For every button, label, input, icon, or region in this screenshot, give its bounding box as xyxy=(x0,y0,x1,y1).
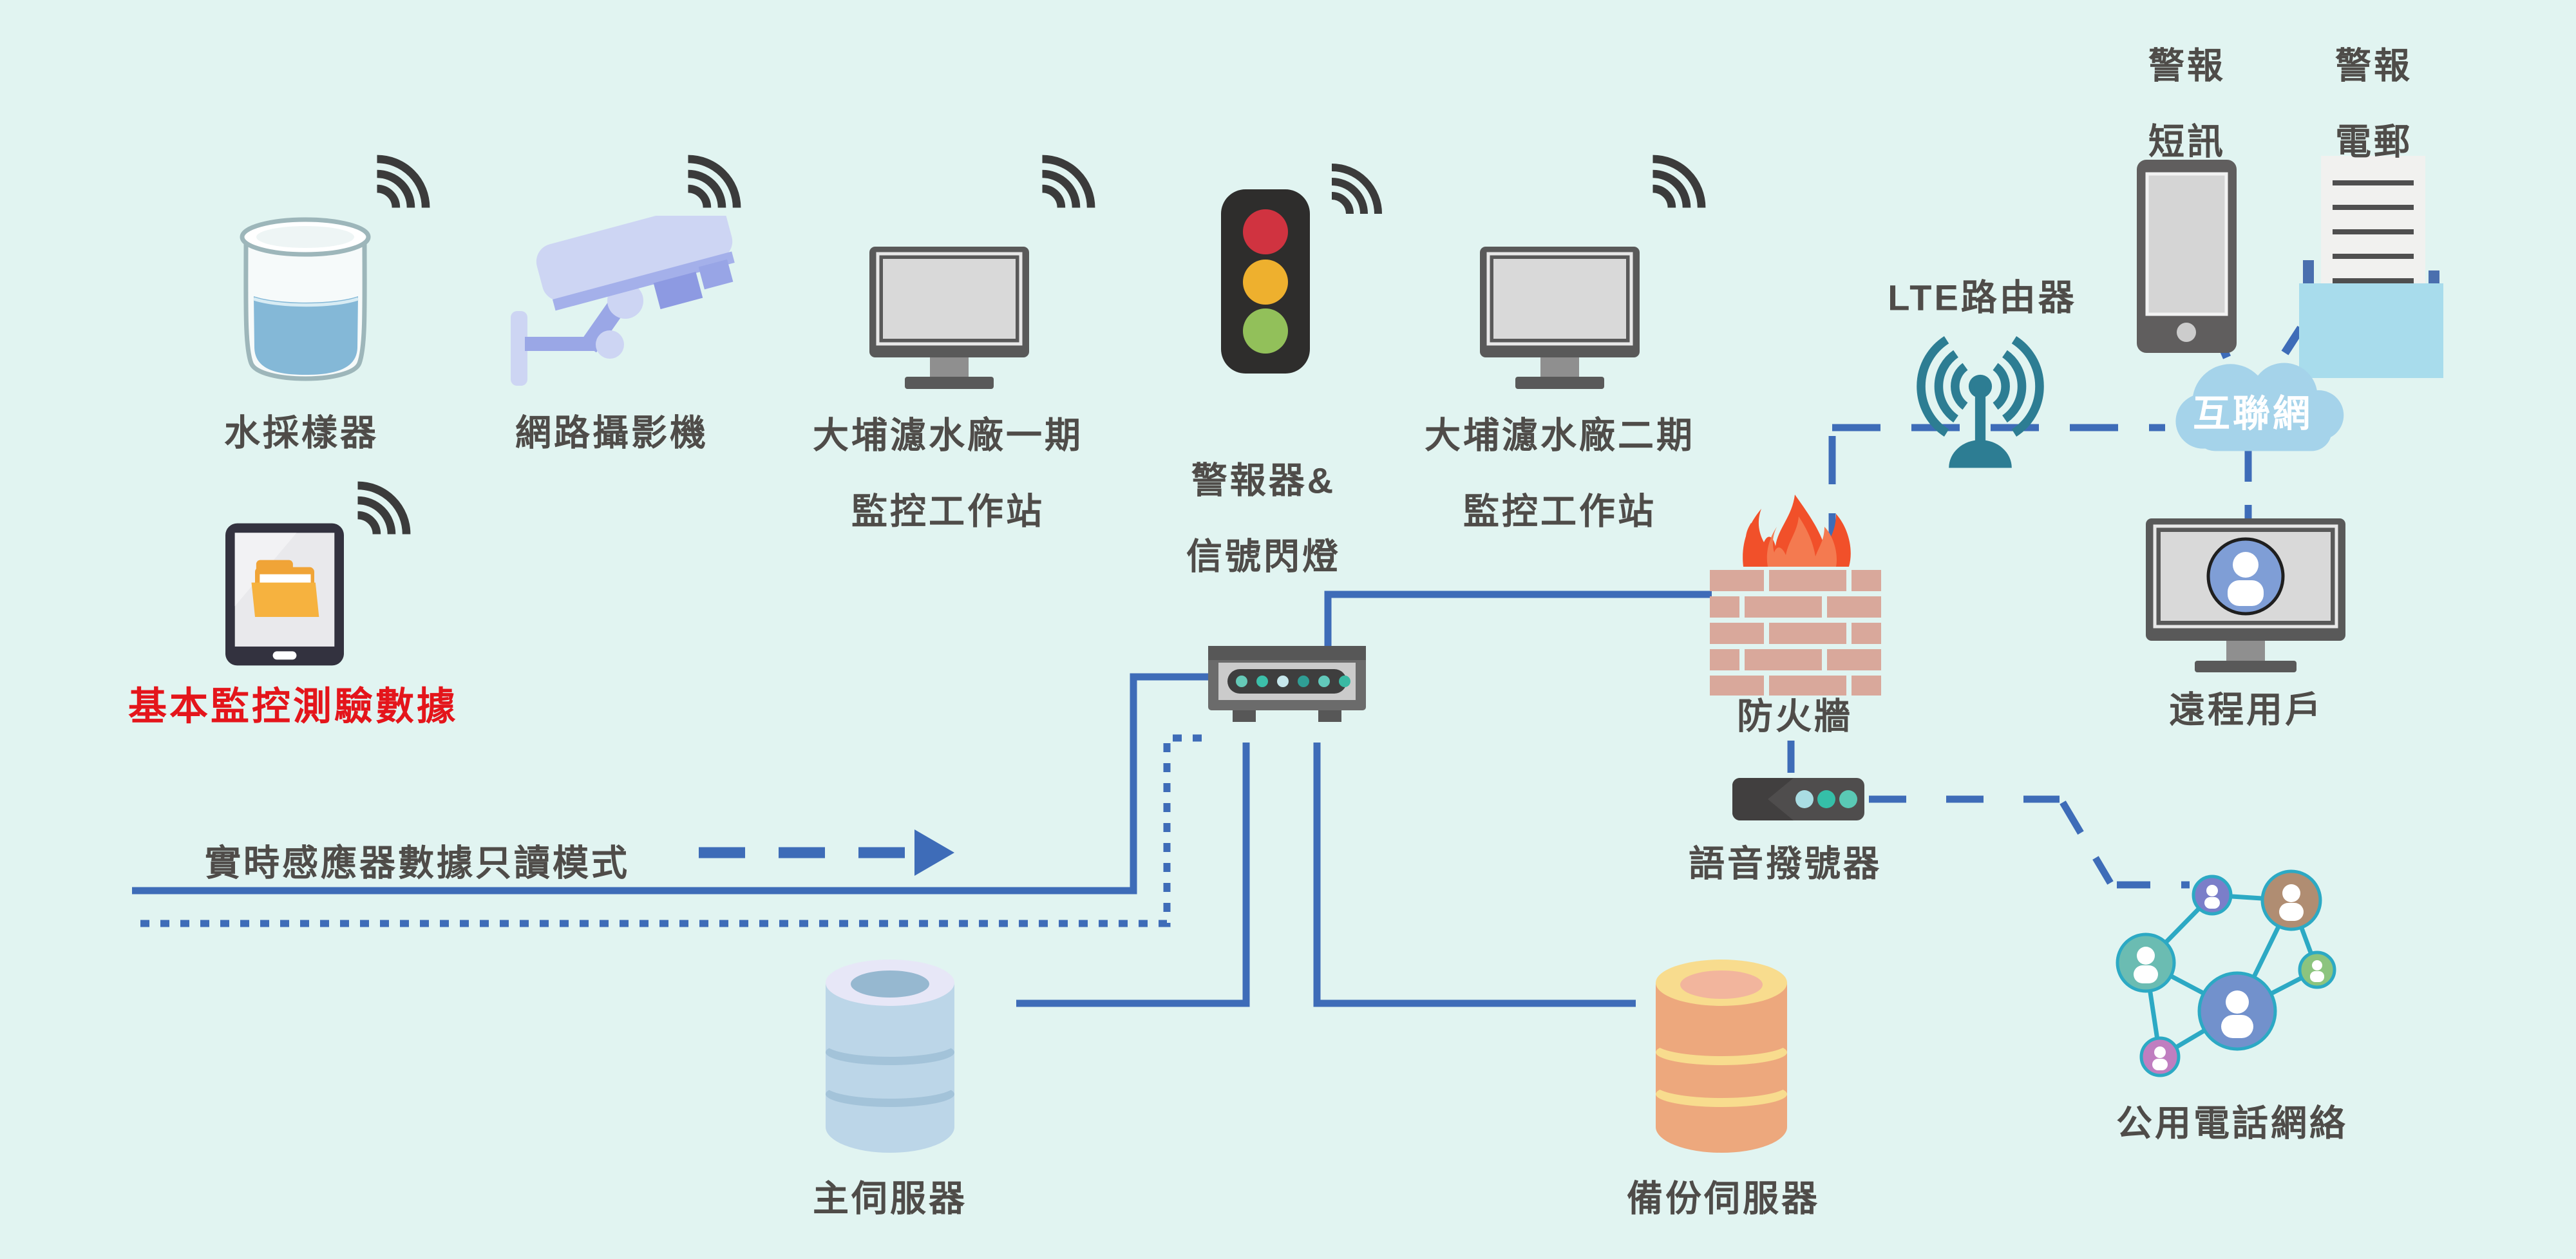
lte-router-label: LTE路由器 xyxy=(1888,277,2077,318)
brick-wall xyxy=(1710,570,1881,696)
backup-server-icon xyxy=(1654,954,1789,1160)
remote-user-label: 遠程用戶 xyxy=(2169,689,2324,730)
alert-email-label-line2: 電郵 xyxy=(2335,121,2412,162)
alert-email-icon xyxy=(2298,156,2445,378)
water-sampler-label: 水採樣器 xyxy=(224,412,379,453)
line-sensor-solid xyxy=(132,673,1208,895)
wifi-icon xyxy=(370,147,438,214)
folder-icon xyxy=(251,560,319,617)
network-switch-icon xyxy=(1208,646,1366,722)
voice-dialer-icon xyxy=(1732,778,1864,820)
line-switch-firewall xyxy=(1324,591,1712,648)
backup-server-label: 備份伺服器 xyxy=(1627,1178,1820,1219)
internet-label: 互聯網 xyxy=(2192,393,2313,435)
workstation2-monitor-icon xyxy=(1480,247,1640,392)
readonly-mode-label: 實時感應器數據只讀模式 xyxy=(205,842,630,884)
main-server-label: 主伺服器 xyxy=(813,1178,967,1219)
readonly-arrow-head xyxy=(914,829,954,876)
wifi-icon xyxy=(681,147,749,214)
wifi-icon xyxy=(1325,156,1390,220)
alarm-traffic-light-icon xyxy=(1218,188,1312,376)
internet-cloud-icon xyxy=(2159,343,2358,462)
wifi-icon xyxy=(1036,147,1103,214)
line-dialer-pstn-2 xyxy=(2060,800,2114,885)
workstation1-label-line2: 監控工作站 xyxy=(851,491,1045,532)
water-sampler-icon xyxy=(231,214,380,393)
workstation1-label-line1: 大埔濾水廠一期 xyxy=(813,415,1083,456)
voice-dialer-label: 語音撥號器 xyxy=(1689,843,1882,884)
workstation2-label-line1: 大埔濾水廠二期 xyxy=(1425,415,1695,456)
remote-user-monitor-icon xyxy=(2146,518,2345,674)
network-camera-icon xyxy=(499,216,747,393)
line-switch-backup-server xyxy=(1313,743,1636,1007)
pstn-label: 公用電話網絡 xyxy=(2116,1103,2348,1144)
pstn-people-network-icon xyxy=(2107,862,2345,1088)
alarm-label-line2: 信號閃燈 xyxy=(1186,536,1341,577)
alert-sms-label-line1: 警報 xyxy=(2148,45,2226,86)
lte-router-icon xyxy=(1897,332,2064,483)
alarm-label-line1: 警報器& xyxy=(1191,460,1336,501)
firewall-label: 防火牆 xyxy=(1737,696,1853,737)
alert-sms-label-line2: 短訊 xyxy=(2148,121,2226,162)
alert-email-label-line1: 警報 xyxy=(2335,45,2412,86)
flame-icon xyxy=(1743,495,1851,567)
wifi-icon xyxy=(1646,147,1714,214)
line-switch-main-server xyxy=(1016,743,1250,1007)
main-server-icon xyxy=(824,954,956,1160)
firewall-icon xyxy=(1710,495,1881,696)
line-sensor-dotted xyxy=(140,734,1206,927)
alert-sms-phone-icon xyxy=(2137,160,2237,353)
network-camera-label: 網路攝影機 xyxy=(515,412,708,453)
workstation2-label-line2: 監控工作站 xyxy=(1463,491,1656,532)
tablet-data-icon xyxy=(225,523,344,666)
workstation1-monitor-icon xyxy=(869,247,1029,392)
wifi-icon xyxy=(351,473,419,541)
tablet-data-label: 基本監控測驗數據 xyxy=(128,685,458,728)
